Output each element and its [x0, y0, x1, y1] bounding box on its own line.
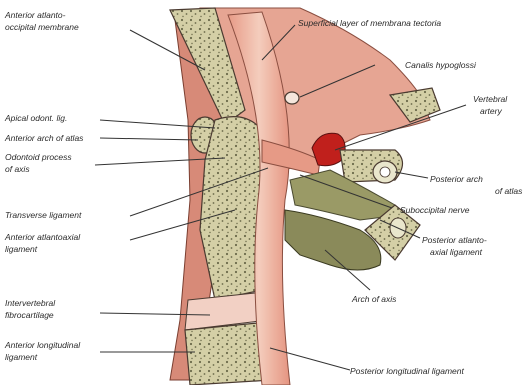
canalis-hypoglossi-opening [285, 92, 299, 104]
label-anterior-longitudinal-ligament: Anterior longitudinal ligament [4, 340, 83, 362]
label-anterior-arch-of-atlas: Anterior arch of atlas [4, 133, 84, 143]
label-posterior-longitudinal-ligament: Posterior longitudinal ligament [350, 366, 465, 376]
label-posterior-atlanto-axial-ligament: Posterior atlanto- axial ligament [422, 235, 489, 257]
label-odontoid-process-of-axis: Odontoid process of axis [5, 152, 74, 174]
label-superficial-layer-membrana-tectoria: Superficial layer of membrana tectoria [298, 18, 441, 28]
label-intervertebral-fibrocartilage: Intervertebral fibrocartilage [5, 298, 57, 320]
label-vertebral-artery: Vertebral artery [473, 94, 510, 116]
label-apical-odont-lig: Apical odont. lig. [4, 113, 67, 123]
label-anterior-atlantoaxial-ligament: Anterior atlantoaxial ligament [4, 232, 83, 254]
label-anterior-atlanto-occipital-membrane: Anterior atlanto- occipital membrane [4, 10, 79, 32]
anatomy-illustration [170, 8, 440, 385]
label-posterior-arch-of-atlas: Posterior arch of atlas [430, 174, 523, 196]
label-arch-of-axis: Arch of axis [351, 294, 397, 304]
label-transverse-ligament: Transverse ligament [5, 210, 82, 220]
label-suboccipital-nerve: Suboccipital nerve [400, 205, 470, 215]
label-canalis-hypoglossi: Canalis hypoglossi [405, 60, 477, 70]
